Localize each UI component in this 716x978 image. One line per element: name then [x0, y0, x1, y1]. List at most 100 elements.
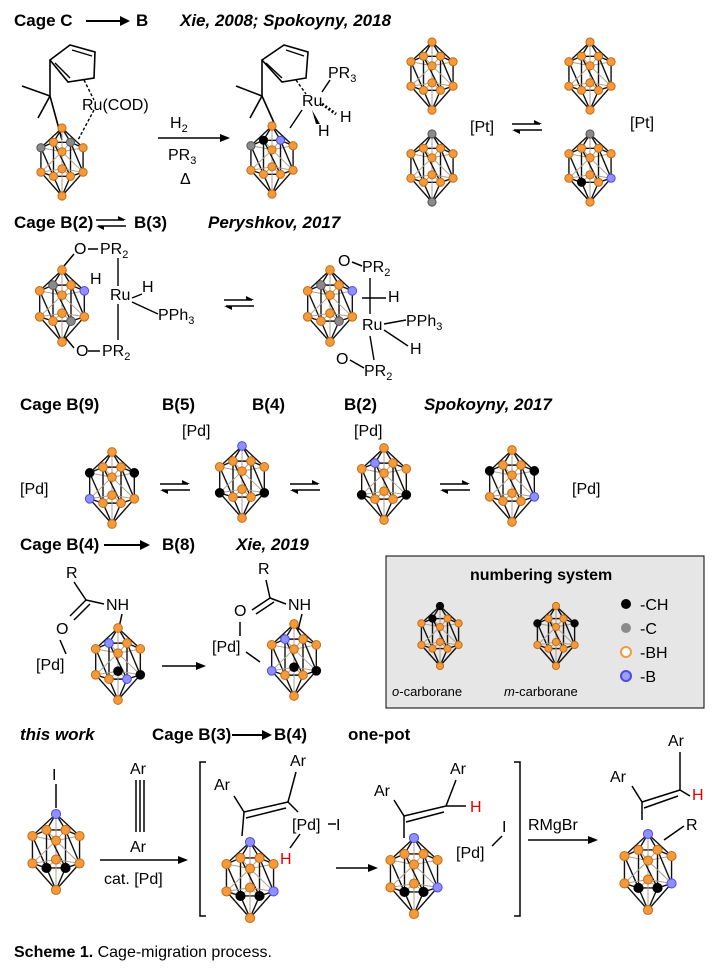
- cage-edge: [511, 474, 535, 498]
- cage-edge: [31, 835, 48, 869]
- cage-edge: [102, 466, 122, 504]
- cage-edge: [410, 153, 425, 183]
- row5-iodo: I: [52, 767, 56, 784]
- cage-vertex-bh: [379, 486, 389, 497]
- caption-label: Scheme 1.: [14, 944, 94, 961]
- cage-edge: [568, 41, 591, 63]
- row4-left-bond: [85, 599, 105, 605]
- row3-equilibrium-arrowhead: [462, 480, 470, 484]
- cage-vertex-ch: [258, 135, 269, 145]
- cage-vertex-bh: [244, 882, 256, 893]
- cage-edge: [439, 626, 459, 646]
- cage-edge: [249, 841, 275, 865]
- cage-vertex-bh: [246, 492, 256, 502]
- cage-edge: [520, 464, 535, 498]
- cage-edge: [61, 269, 85, 292]
- row4-o-left: O: [56, 621, 68, 638]
- row1-reagent-h2: H2: [170, 115, 188, 135]
- cage-edge: [226, 868, 251, 892]
- cage-vertex-bh: [237, 513, 247, 523]
- cage-edge: [55, 813, 81, 837]
- cage-vertex-bh: [606, 57, 616, 67]
- cage-vertex-bh: [385, 882, 396, 893]
- row4-r-left: R: [66, 565, 78, 582]
- cage-vertex-bh: [435, 622, 445, 632]
- cage-edge: [502, 464, 522, 502]
- cage-vertex-c: [427, 129, 437, 139]
- cage-edge: [623, 855, 640, 889]
- cage-vertex-bh: [267, 189, 277, 199]
- cage-edge: [95, 627, 119, 650]
- cage-edge: [95, 652, 119, 676]
- cage-edge: [89, 451, 113, 474]
- cage-edge: [597, 56, 612, 87]
- pt-label-1: [Pt]: [470, 119, 494, 136]
- cage-vertex-bh: [507, 517, 517, 527]
- cage-edge: [69, 142, 84, 173]
- cage-vertex-bh: [246, 165, 256, 175]
- cage-vertex-bh: [289, 644, 299, 655]
- cage-vertex-bh: [585, 37, 595, 47]
- row4-right-bond: [269, 597, 287, 605]
- row2-right-bond: [369, 335, 375, 361]
- cage-edge: [568, 157, 591, 179]
- cage-edge: [536, 623, 550, 649]
- row2-equilibrium-arrowhead: [224, 306, 232, 310]
- row3-equilibrium-arrowhead: [440, 490, 448, 494]
- cage-edge: [589, 157, 612, 179]
- cage-vertex-bh: [302, 286, 313, 296]
- int1-h-red: H: [280, 851, 292, 868]
- legend-swatch-ch: [621, 599, 631, 609]
- int1-ar-right: Ar: [290, 753, 307, 770]
- cage-edge: [271, 670, 295, 697]
- pt-equilibrium-arrowhead: [512, 130, 520, 134]
- cage-edge: [219, 466, 234, 498]
- row2-left-bond: [131, 293, 143, 299]
- cage-vertex-ch: [129, 468, 140, 478]
- row2-right-bond: [383, 329, 409, 347]
- cage-vertex-bh: [507, 445, 517, 455]
- cage-edge: [410, 41, 433, 63]
- cage-vertex-bh: [619, 850, 630, 862]
- int2-i: I: [502, 819, 506, 836]
- row2-header-arrowhead: [118, 216, 126, 220]
- cage-vertex-ch: [311, 665, 322, 676]
- int1-bond: [243, 801, 289, 813]
- cage-edge: [31, 813, 57, 837]
- cage-vertex-b: [606, 173, 616, 183]
- row4-left-bond: [73, 603, 91, 621]
- ru-h-label-1: H: [340, 109, 352, 126]
- cage-edge: [421, 626, 441, 646]
- row2-o-bottom-left: O: [76, 343, 88, 360]
- int1-bond: [233, 795, 245, 813]
- cp-ring-1-dash: [83, 79, 95, 101]
- cage-edge: [568, 153, 583, 183]
- cage-edge: [232, 460, 252, 498]
- cage-vertex-bh: [334, 280, 344, 290]
- cage-edge: [431, 157, 454, 179]
- cage-edge: [40, 171, 63, 197]
- this-work-label: this work: [20, 725, 96, 744]
- row4-right-bond: [251, 597, 271, 611]
- cage-vertex-bh: [90, 644, 101, 654]
- row2-right-bond: [383, 319, 407, 325]
- cage-edge: [89, 498, 113, 525]
- cage-edge: [547, 618, 565, 649]
- cage-vertex-b: [370, 458, 380, 468]
- row4-o-right: O: [234, 603, 246, 620]
- cage-edge: [392, 462, 407, 496]
- cage-vertex-ch: [259, 487, 270, 498]
- cage-vertex-bh: [107, 472, 117, 483]
- cage-vertex-bh: [325, 308, 335, 319]
- cage-vertex-bh: [642, 874, 654, 885]
- ru-cage-bond: [289, 109, 303, 129]
- pd-label-1: [Pd]: [20, 481, 48, 498]
- cage-edge: [568, 65, 591, 87]
- cage-vertex-bh: [593, 51, 604, 61]
- cage-vertex-b: [666, 878, 677, 889]
- cage-vertex-bh: [57, 147, 67, 157]
- pt-label-2: [Pt]: [630, 115, 654, 132]
- cage-edge: [241, 492, 265, 519]
- cage-vertex-bh: [379, 468, 389, 479]
- bracket-right: [514, 761, 521, 917]
